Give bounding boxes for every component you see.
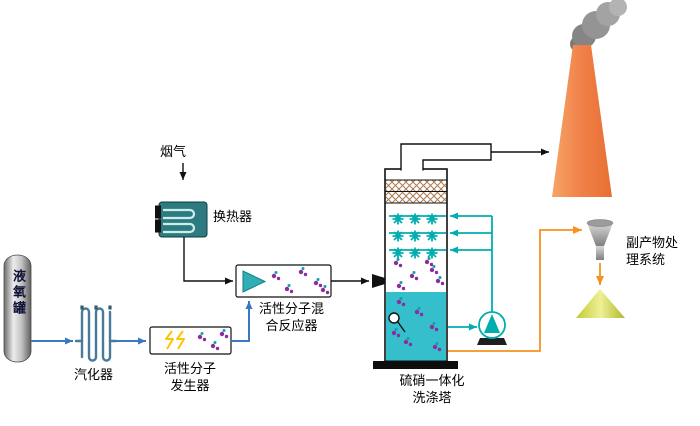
generator-box	[149, 326, 232, 355]
liquid-probe-icon	[388, 312, 406, 333]
oxygen-tank-icon	[3, 254, 32, 363]
byproduct-pile-icon	[576, 289, 625, 318]
tower-inlet-nozzle	[372, 274, 385, 288]
heat-exchanger-icon	[155, 201, 208, 238]
generator-label-line2: 发生器	[170, 378, 210, 393]
flue-gas-label: 烟气	[160, 144, 187, 159]
smoke-icon	[570, 0, 627, 52]
vaporizer-icon	[74, 305, 118, 362]
oxygen-tank-label: 液氧罐	[11, 269, 26, 317]
heat-exchanger-label: 换热器	[213, 209, 253, 224]
vaporizer-label: 汽化器	[74, 367, 114, 382]
spray-nozzles	[389, 212, 446, 260]
mixing-reactor-label-line1: 活性分子混	[258, 301, 324, 316]
mixing-reactor-box	[235, 264, 332, 298]
byproduct-system-label-line2: 理系统	[626, 252, 666, 267]
tower-outlet-duct	[400, 143, 492, 171]
scrubber-tower-label: 硫硝一体化 洗涤塔	[392, 372, 472, 406]
mixing-reactor-label-line2: 合反应器	[265, 318, 318, 333]
byproduct-system-label: 副产物处 理系统	[626, 234, 678, 268]
venturi-icon	[242, 270, 267, 293]
byproduct-funnel-icon	[586, 219, 614, 260]
pipe-generator-to-reactor	[231, 301, 253, 342]
scrubber-tower-label-line2: 洗涤塔	[412, 390, 452, 405]
scrubber-tower-label-line1: 硫硝一体化	[399, 373, 465, 388]
lightning-icon	[165, 330, 174, 350]
mixing-reactor-label: 活性分子混 合反应器	[249, 300, 334, 334]
pipe-hx-to-reactor	[183, 237, 233, 285]
generator-label: 活性分子 发生器	[148, 360, 232, 394]
tower-base	[373, 361, 458, 369]
scrubber-tower	[372, 143, 492, 369]
tower-liquid	[386, 292, 446, 361]
demister-section	[385, 179, 447, 204]
pipe-tower-to-byproduct	[448, 226, 582, 352]
spray-circulation-pipes	[448, 212, 493, 331]
byproduct-system-label-line1: 副产物处	[626, 235, 679, 250]
pump-icon	[477, 311, 507, 345]
generator-label-line1: 活性分子	[163, 361, 216, 376]
lightning-icon	[176, 330, 185, 350]
chimney-icon	[552, 45, 612, 197]
